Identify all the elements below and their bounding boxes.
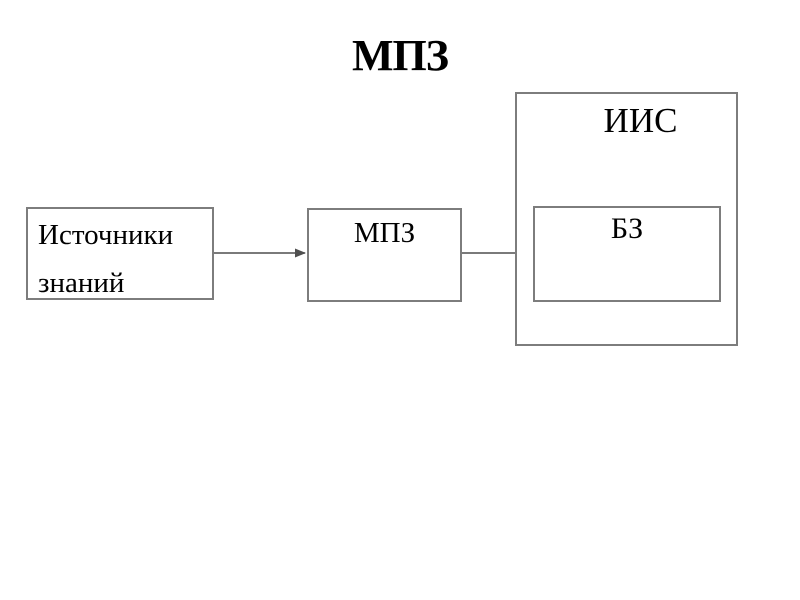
sources-label-line1: Источники: [38, 219, 174, 251]
sources-label-line2: знаний: [38, 267, 125, 299]
sources-of-knowledge-box: Источники знаний: [26, 207, 214, 300]
bz-box: БЗ: [533, 206, 721, 302]
bz-label: БЗ: [610, 212, 644, 245]
mpz-box: МПЗ: [307, 208, 462, 302]
iis-container-box: ИИС БЗ: [515, 92, 738, 346]
diagram-title: МПЗ: [352, 31, 449, 80]
iis-label: ИИС: [603, 101, 678, 140]
mpz-label: МПЗ: [353, 217, 416, 249]
